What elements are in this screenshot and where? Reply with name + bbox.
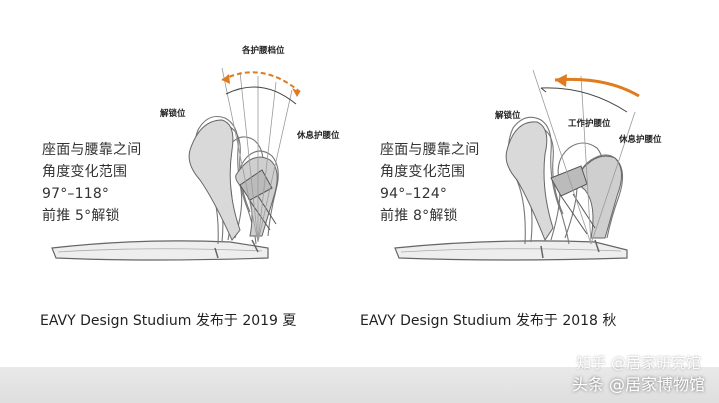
chair-diagram-2019 (51, 67, 301, 261)
backrest-shaded (188, 119, 241, 241)
spec-unlock: 前推 5°解锁 (42, 208, 120, 224)
spec-unlock: 前推 8°解锁 (380, 208, 458, 224)
spec-block-2018: 座面与腰靠之间 角度变化范围 94°–124° 前推 8°解锁 (380, 139, 479, 227)
seat-pan (394, 240, 628, 261)
seat-pan (51, 240, 269, 261)
spec-block-2019: 座面与腰靠之间 角度变化范围 97°–118° 前推 5°解锁 (42, 139, 141, 227)
panel-2019: 各护腰档位 解锁位 休息护腰位 座面与腰靠之间 角度变化范围 97°–118° … (0, 0, 360, 300)
angle-guides (221, 67, 293, 243)
label-lumbar-positions: 各护腰档位 (242, 46, 285, 56)
spec-line: 角度变化范围 (380, 164, 466, 180)
label-rest: 休息护腰位 (619, 135, 662, 145)
backrest-shaded (505, 121, 554, 242)
caption-2018: EAVY Design Studium 发布于 2018 秋 (360, 313, 617, 329)
label-unlock: 解锁位 (495, 111, 521, 121)
spec-range: 97°–118° (42, 186, 110, 202)
panel-2018: 解锁位 工作护腰位 休息护腰位 座面与腰靠之间 角度变化范围 94°–124° … (355, 0, 715, 300)
adjust-arrow (221, 71, 301, 105)
spec-line: 角度变化范围 (42, 164, 128, 180)
watermark-zhihu: 知乎 @居家研究馆 (576, 354, 701, 372)
label-rest: 休息护腰位 (297, 131, 340, 141)
spec-line: 座面与腰靠之间 (42, 142, 142, 158)
label-unlock: 解锁位 (160, 109, 186, 119)
watermark-toutiao: 头条 @居家博物馆 (571, 375, 705, 394)
angle-guides (532, 69, 636, 245)
spec-range: 94°–124° (380, 186, 448, 202)
adjust-arrow (540, 74, 640, 113)
footer-band (0, 367, 719, 403)
chair-diagram-2018 (394, 69, 640, 261)
caption-2019: EAVY Design Studium 发布于 2019 夏 (40, 313, 297, 329)
spec-line: 座面与腰靠之间 (380, 142, 480, 158)
label-work: 工作护腰位 (568, 119, 611, 129)
